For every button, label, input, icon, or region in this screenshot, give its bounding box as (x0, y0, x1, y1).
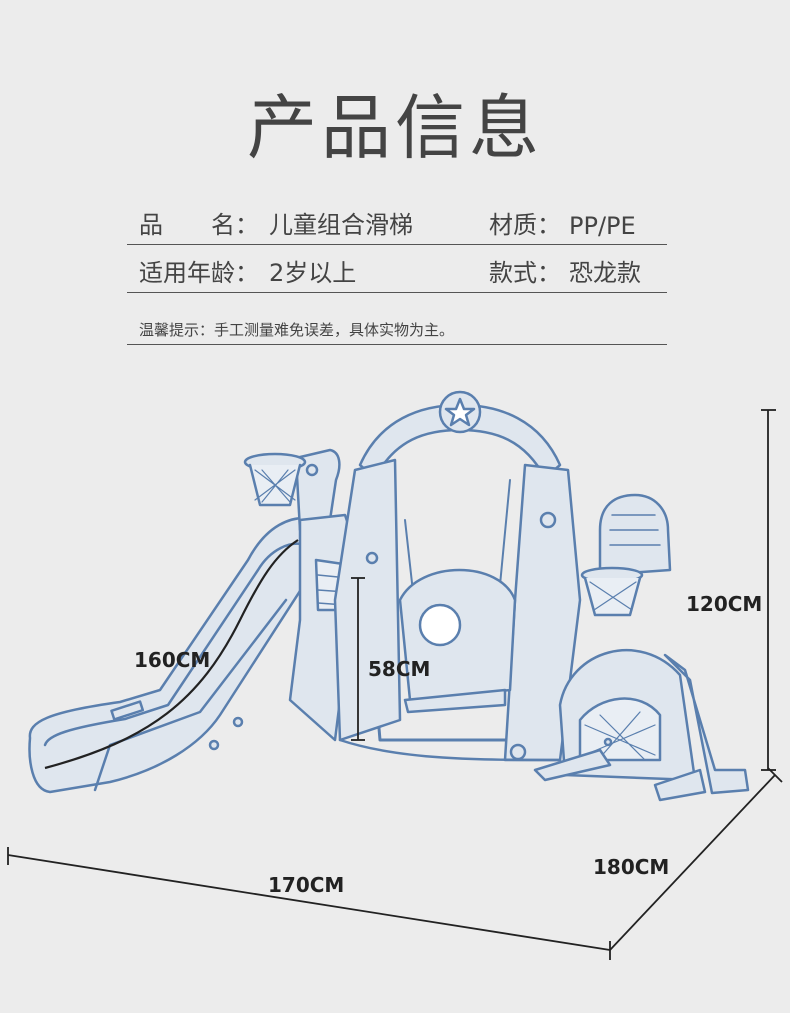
platform-height-label: 58CM (368, 657, 431, 681)
page-title: 产品信息 (247, 87, 543, 169)
age-value: 2岁以上 (269, 259, 357, 287)
swing-frame (333, 390, 582, 762)
name-label: 品 名： (139, 211, 259, 239)
info-row-1: 品 名： 儿童组合滑梯 材质： PP/PE (127, 204, 667, 245)
style-label: 款式： (489, 259, 561, 287)
style-value: 恐龙款 (569, 259, 641, 287)
name-value: 儿童组合滑梯 (269, 211, 413, 239)
tip-row: 温馨提示：手工测量难免误差，具体实物为主。 (127, 315, 667, 345)
right-tower (533, 493, 750, 802)
age-label: 适用年龄： (139, 259, 259, 287)
width-label: 170CM (268, 873, 345, 897)
slide-length-label: 160CM (134, 648, 211, 672)
material-label: 材质： (489, 211, 561, 239)
depth-label: 180CM (593, 855, 670, 879)
slide-length-line (44, 539, 299, 770)
tip-text: 温馨提示：手工测量难免误差，具体实物为主。 (139, 321, 455, 339)
width-line (7, 854, 611, 951)
swing-seat (398, 479, 517, 714)
depth-line (609, 774, 776, 951)
info-row-2: 适用年龄： 2岁以上 款式： 恐龙款 (127, 252, 667, 293)
material-value: PP/PE (569, 212, 636, 240)
height-label: 120CM (686, 592, 763, 616)
